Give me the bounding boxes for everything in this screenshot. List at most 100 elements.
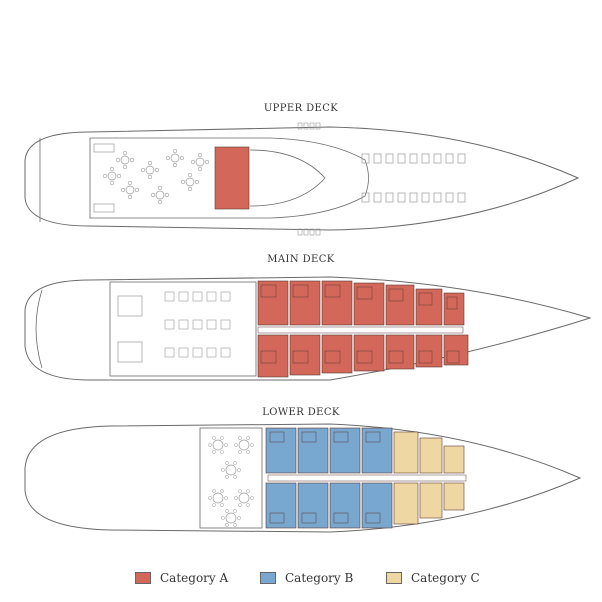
dining-chair: [237, 468, 241, 472]
dining-chair: [250, 496, 254, 500]
dining-chair: [238, 436, 242, 440]
bar-counter: [93, 203, 115, 213]
category-c-cabin: [419, 437, 443, 474]
category-c-label: Category C: [411, 571, 480, 585]
lounge-chair: [122, 164, 128, 170]
lounge-chair: [197, 152, 203, 158]
lounge-seat: [192, 291, 203, 302]
category-b-cabin: [265, 482, 297, 529]
category-a-cabin: [321, 334, 353, 374]
cabin-bed: [269, 431, 285, 443]
lounge-chair: [129, 157, 135, 163]
category-a-swatch: [135, 572, 151, 584]
lower-deck-title: LOWER DECK: [262, 407, 340, 418]
sunbed: [361, 153, 370, 164]
dining-chair: [233, 461, 237, 465]
lounge-table: [120, 155, 130, 165]
lounge-chair: [127, 194, 133, 200]
lounge-chair: [190, 159, 196, 165]
lounge-chair: [134, 187, 140, 193]
sunbed: [373, 192, 382, 203]
deck-bench: [297, 122, 303, 130]
dining-chair: [221, 516, 225, 520]
cabin-bed: [324, 284, 341, 298]
legend-category-c: Category C: [386, 569, 480, 587]
dining-chair: [225, 475, 229, 479]
deck-bench: [309, 122, 315, 130]
category-a-cabin: [257, 280, 289, 326]
stairwell: [117, 341, 143, 363]
lounge-chair: [147, 174, 153, 180]
cabin-bed: [292, 284, 309, 298]
category-a-cabin: [321, 280, 353, 326]
lounge-chair: [180, 179, 186, 185]
sunbed: [397, 192, 406, 203]
dining-chair: [224, 496, 228, 500]
lounge-chair: [204, 159, 210, 165]
category-b-cabin: [361, 482, 393, 529]
dining-chair: [234, 443, 238, 447]
cabin-bed: [418, 292, 433, 306]
dining-chair: [220, 503, 224, 507]
cabin-bed: [356, 286, 373, 300]
cabin-bed: [260, 350, 277, 364]
category-a-cabin: [353, 282, 385, 326]
lounge-table: [155, 190, 165, 200]
dining-chair: [246, 436, 250, 440]
upper-deck-hull: [24, 126, 580, 231]
lounge-seat: [164, 319, 175, 330]
main-deck-corridor: [257, 326, 464, 334]
lower-deck-dining-room: [199, 427, 263, 529]
deck-bench: [315, 122, 321, 130]
dining-chair: [233, 475, 237, 479]
category-b-cabin: [329, 482, 361, 529]
dining-chair: [238, 450, 242, 454]
lounge-table: [170, 153, 180, 163]
category-c-cabin: [393, 431, 419, 474]
dining-chair: [225, 523, 229, 527]
lounge-chair: [179, 155, 185, 161]
lounge-chair: [147, 160, 153, 166]
lounge-chair: [102, 173, 108, 179]
lounge-chair: [109, 180, 115, 186]
upper-deck-title: UPPER DECK: [263, 103, 339, 114]
main-deck-lounge: [109, 281, 257, 377]
dining-table: [238, 492, 250, 504]
lounge-seat: [178, 291, 189, 302]
category-c-swatch: [386, 572, 402, 584]
main-deck-hull: [24, 276, 592, 381]
lounge-seat: [206, 347, 217, 358]
sunbed: [409, 153, 418, 164]
lounge-chair: [194, 179, 200, 185]
cabin-bed: [269, 512, 285, 524]
sunbed: [397, 153, 406, 164]
dining-chair: [220, 489, 224, 493]
sunbed: [457, 192, 466, 203]
deck-bench: [315, 228, 321, 236]
main-deck-stern-curve: [35, 289, 43, 369]
lounge-seat: [192, 319, 203, 330]
cabin-bed: [292, 350, 309, 364]
dining-chair: [238, 503, 242, 507]
lower-deck-plan: [24, 423, 582, 533]
dining-chair: [234, 496, 238, 500]
lower-deck-hull: [24, 423, 582, 533]
cabin-bed: [446, 296, 458, 310]
dining-chair: [225, 461, 229, 465]
dining-chair: [250, 443, 254, 447]
category-a-cabin: [385, 284, 415, 326]
lounge-seat: [178, 319, 189, 330]
cabin-bed: [365, 431, 381, 443]
category-b-cabin: [329, 427, 361, 474]
dining-table: [212, 492, 224, 504]
dining-chair: [212, 450, 216, 454]
sunbed: [433, 153, 442, 164]
dining-table: [225, 464, 237, 476]
lounge-chair: [197, 166, 203, 172]
category-c-cabin: [419, 482, 443, 519]
dining-chair: [212, 436, 216, 440]
lounge-chair: [187, 172, 193, 178]
lounge-seat: [164, 291, 175, 302]
deck-bench: [303, 228, 309, 236]
